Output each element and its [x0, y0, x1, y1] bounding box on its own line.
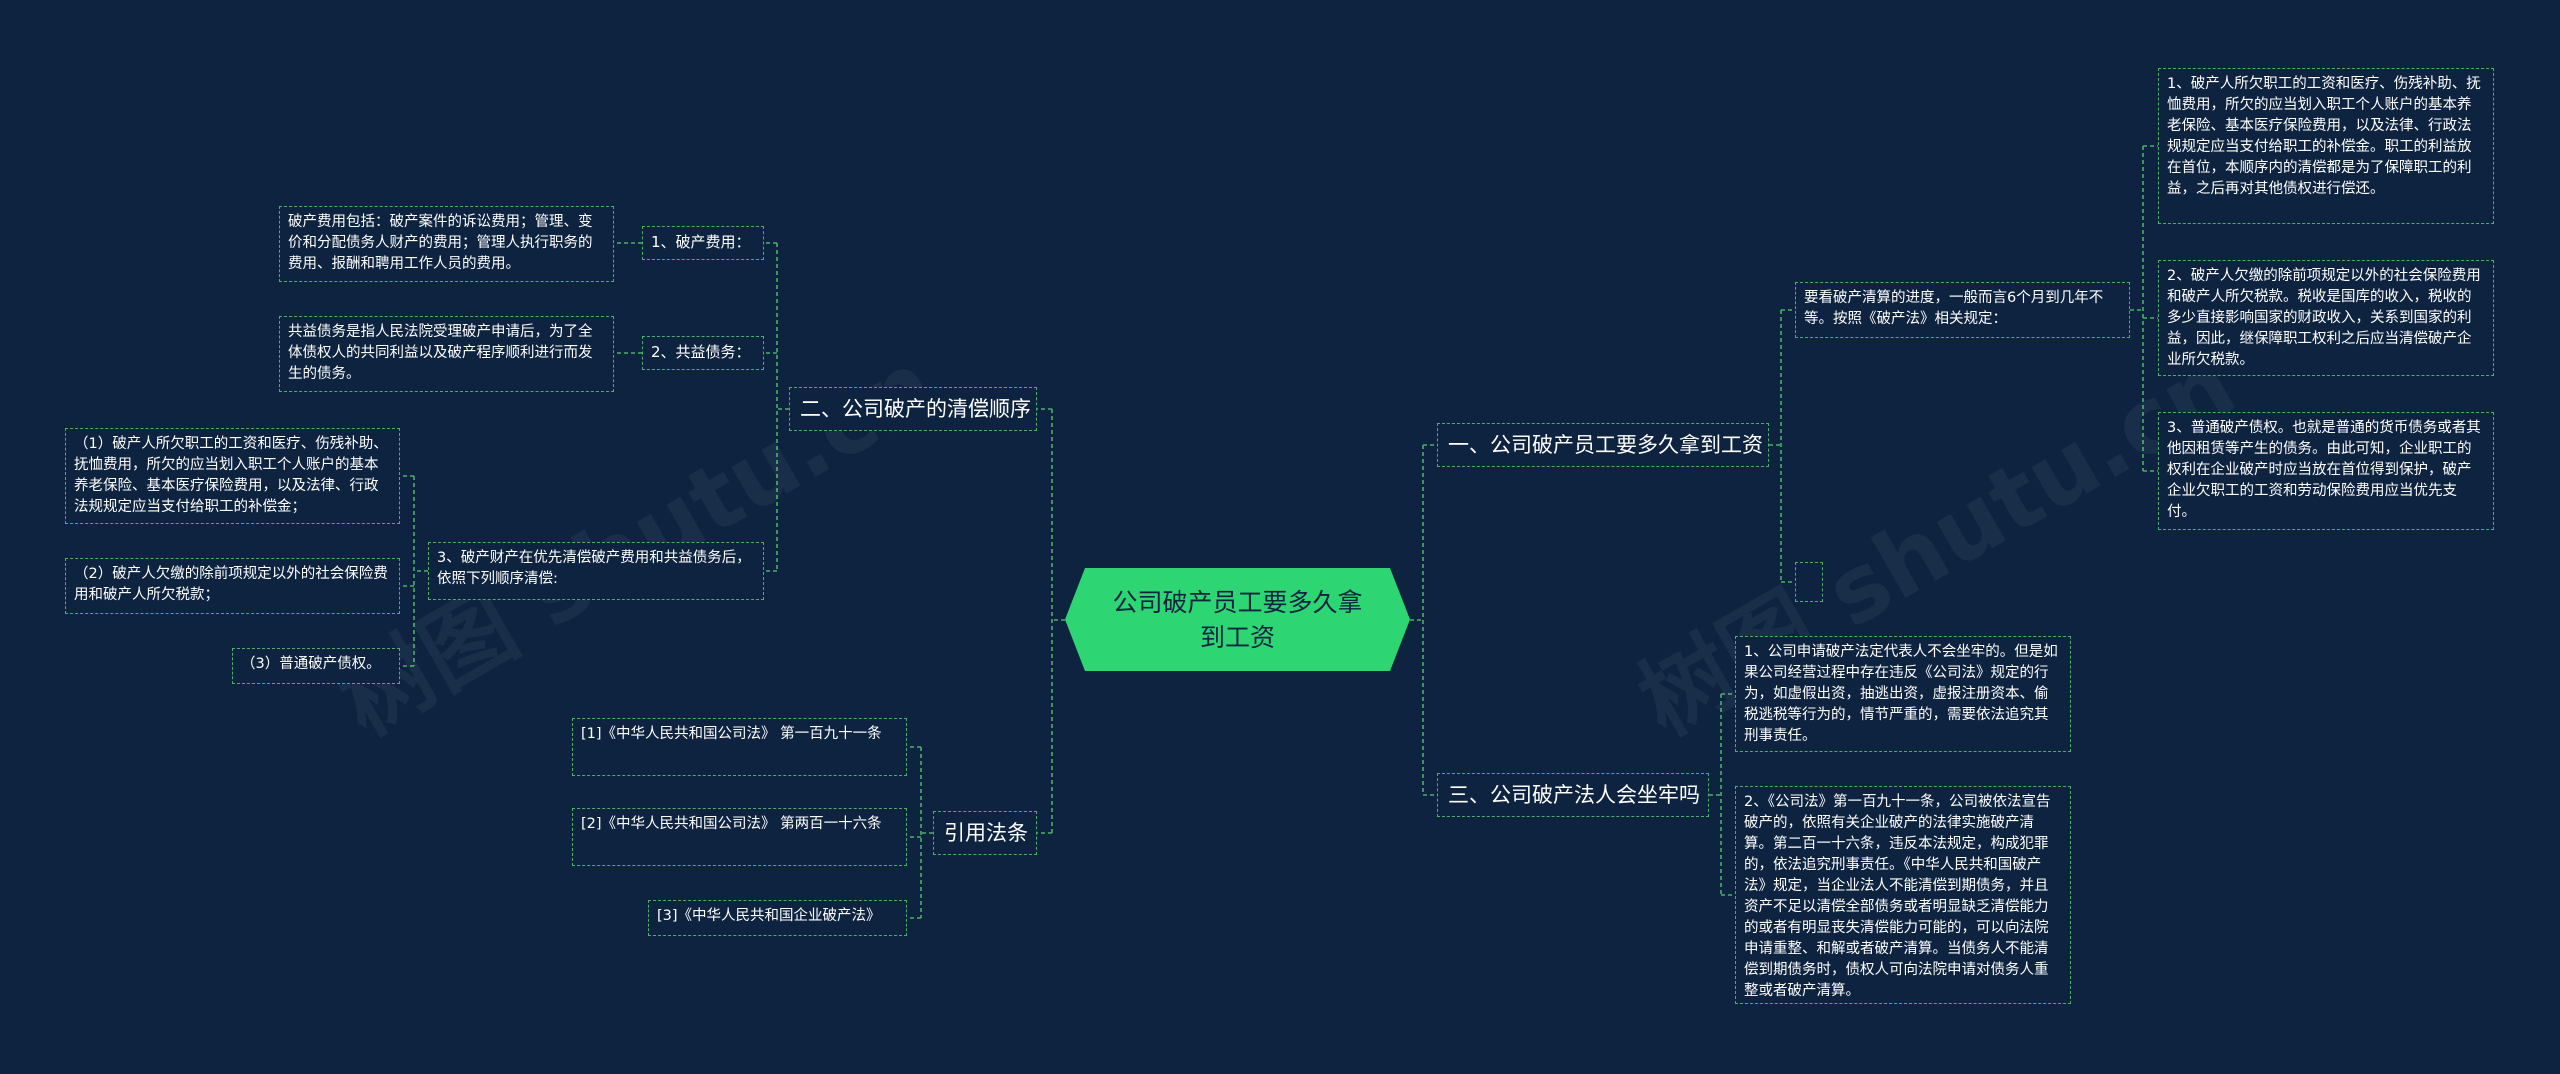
common-debts-detail[interactable]: 共益债务是指人民法院受理破产申请后，为了全体债权人的共同利益以及破产程序顺利进行…: [279, 316, 614, 392]
cited-law-1[interactable]: [1]《中华人民共和国公司法》 第一百九十一条: [572, 718, 907, 776]
bankruptcy-expenses-label[interactable]: 1、破产费用：: [642, 226, 764, 260]
branch-repayment-order[interactable]: 二、公司破产的清偿顺序: [789, 387, 1037, 431]
repayment-order-item-2[interactable]: （2）破产人欠缴的除前项规定以外的社会保险费用和破产人所欠税款；: [65, 558, 400, 614]
bankruptcy-expenses-detail[interactable]: 破产费用包括：破产案件的诉讼费用；管理、变价和分配债务人财产的费用；管理人执行职…: [279, 206, 614, 282]
wage-timing-intro[interactable]: 要看破产清算的进度，一般而言6个月到几年不等。按照《破产法》相关规定：: [1795, 282, 2130, 338]
liability-item-1[interactable]: 1、公司申请破产法定代表人不会坐牢的。但是如果公司经营过程中存在违反《公司法》规…: [1735, 636, 2071, 752]
liability-item-2[interactable]: 2、《公司法》第一百九十一条，公司被依法宣告破产的，依照有关企业破产的法律实施破…: [1735, 786, 2071, 1004]
empty-node[interactable]: [1795, 562, 1823, 602]
repayment-order-item-3[interactable]: （3）普通破产债权。: [232, 648, 400, 684]
repayment-order-item-1[interactable]: （1）破产人所欠职工的工资和医疗、伤残补助、抚恤费用，所欠的应当划入职工个人账户…: [65, 428, 400, 524]
wage-priority-item-2[interactable]: 2、破产人欠缴的除前项规定以外的社会保险费用和破产人所欠税款。税收是国库的收入，…: [2158, 260, 2494, 376]
wage-priority-item-3[interactable]: 3、普通破产债权。也就是普通的货币债务或者其他因租赁等产生的债务。由此可知，企业…: [2158, 412, 2494, 530]
branch-wage-timing[interactable]: 一、公司破产员工要多久拿到工资: [1437, 423, 1769, 467]
asset-repayment-label[interactable]: 3、破产财产在优先清偿破产费用和共益债务后，依照下列顺序清偿:: [428, 542, 764, 600]
wage-priority-item-1[interactable]: 1、破产人所欠职工的工资和医疗、伤残补助、抚恤费用，所欠的应当划入职工个人账户的…: [2158, 68, 2494, 224]
root-topic[interactable]: 公司破产员工要多久拿到工资: [1065, 568, 1410, 671]
common-debts-label[interactable]: 2、共益债务：: [642, 336, 764, 370]
branch-cited-laws[interactable]: 引用法条: [933, 811, 1037, 855]
cited-law-3[interactable]: [3]《中华人民共和国企业破产法》: [648, 900, 907, 936]
cited-law-2[interactable]: [2]《中华人民共和国公司法》 第两百一十六条: [572, 808, 907, 866]
branch-legal-liability[interactable]: 三、公司破产法人会坐牢吗: [1437, 773, 1709, 817]
